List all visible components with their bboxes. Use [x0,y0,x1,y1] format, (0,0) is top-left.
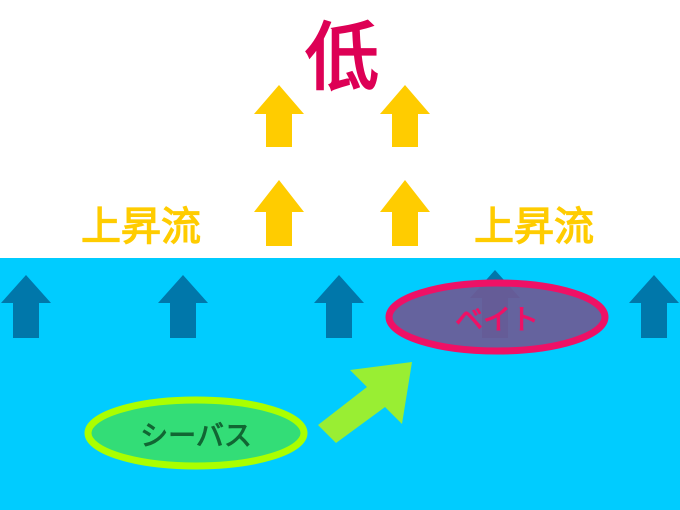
sea-arrow-icon [314,275,364,338]
sea-arrow-icon [629,275,679,338]
bait-ellipse [385,279,609,355]
updraft-arrows [254,85,430,246]
seabass-ellipse [84,396,308,470]
updraft-label-left: 上昇流 [81,204,201,250]
movement-arrow-icon [318,362,412,443]
sea-arrow-icon [1,275,51,338]
updraft-arrow-icon [254,85,304,147]
updraft-arrow-icon [380,180,430,246]
updraft-label-right: 上昇流 [474,204,594,250]
updraft-arrow-icon [254,180,304,246]
updraft-arrow-icon [380,85,430,147]
bait-label: ベイト [455,303,539,336]
seabass-label: シーバス [140,419,252,452]
sea-arrow-icon [158,275,208,338]
sky-background [0,0,680,258]
low-pressure-label: 低 [305,15,379,101]
